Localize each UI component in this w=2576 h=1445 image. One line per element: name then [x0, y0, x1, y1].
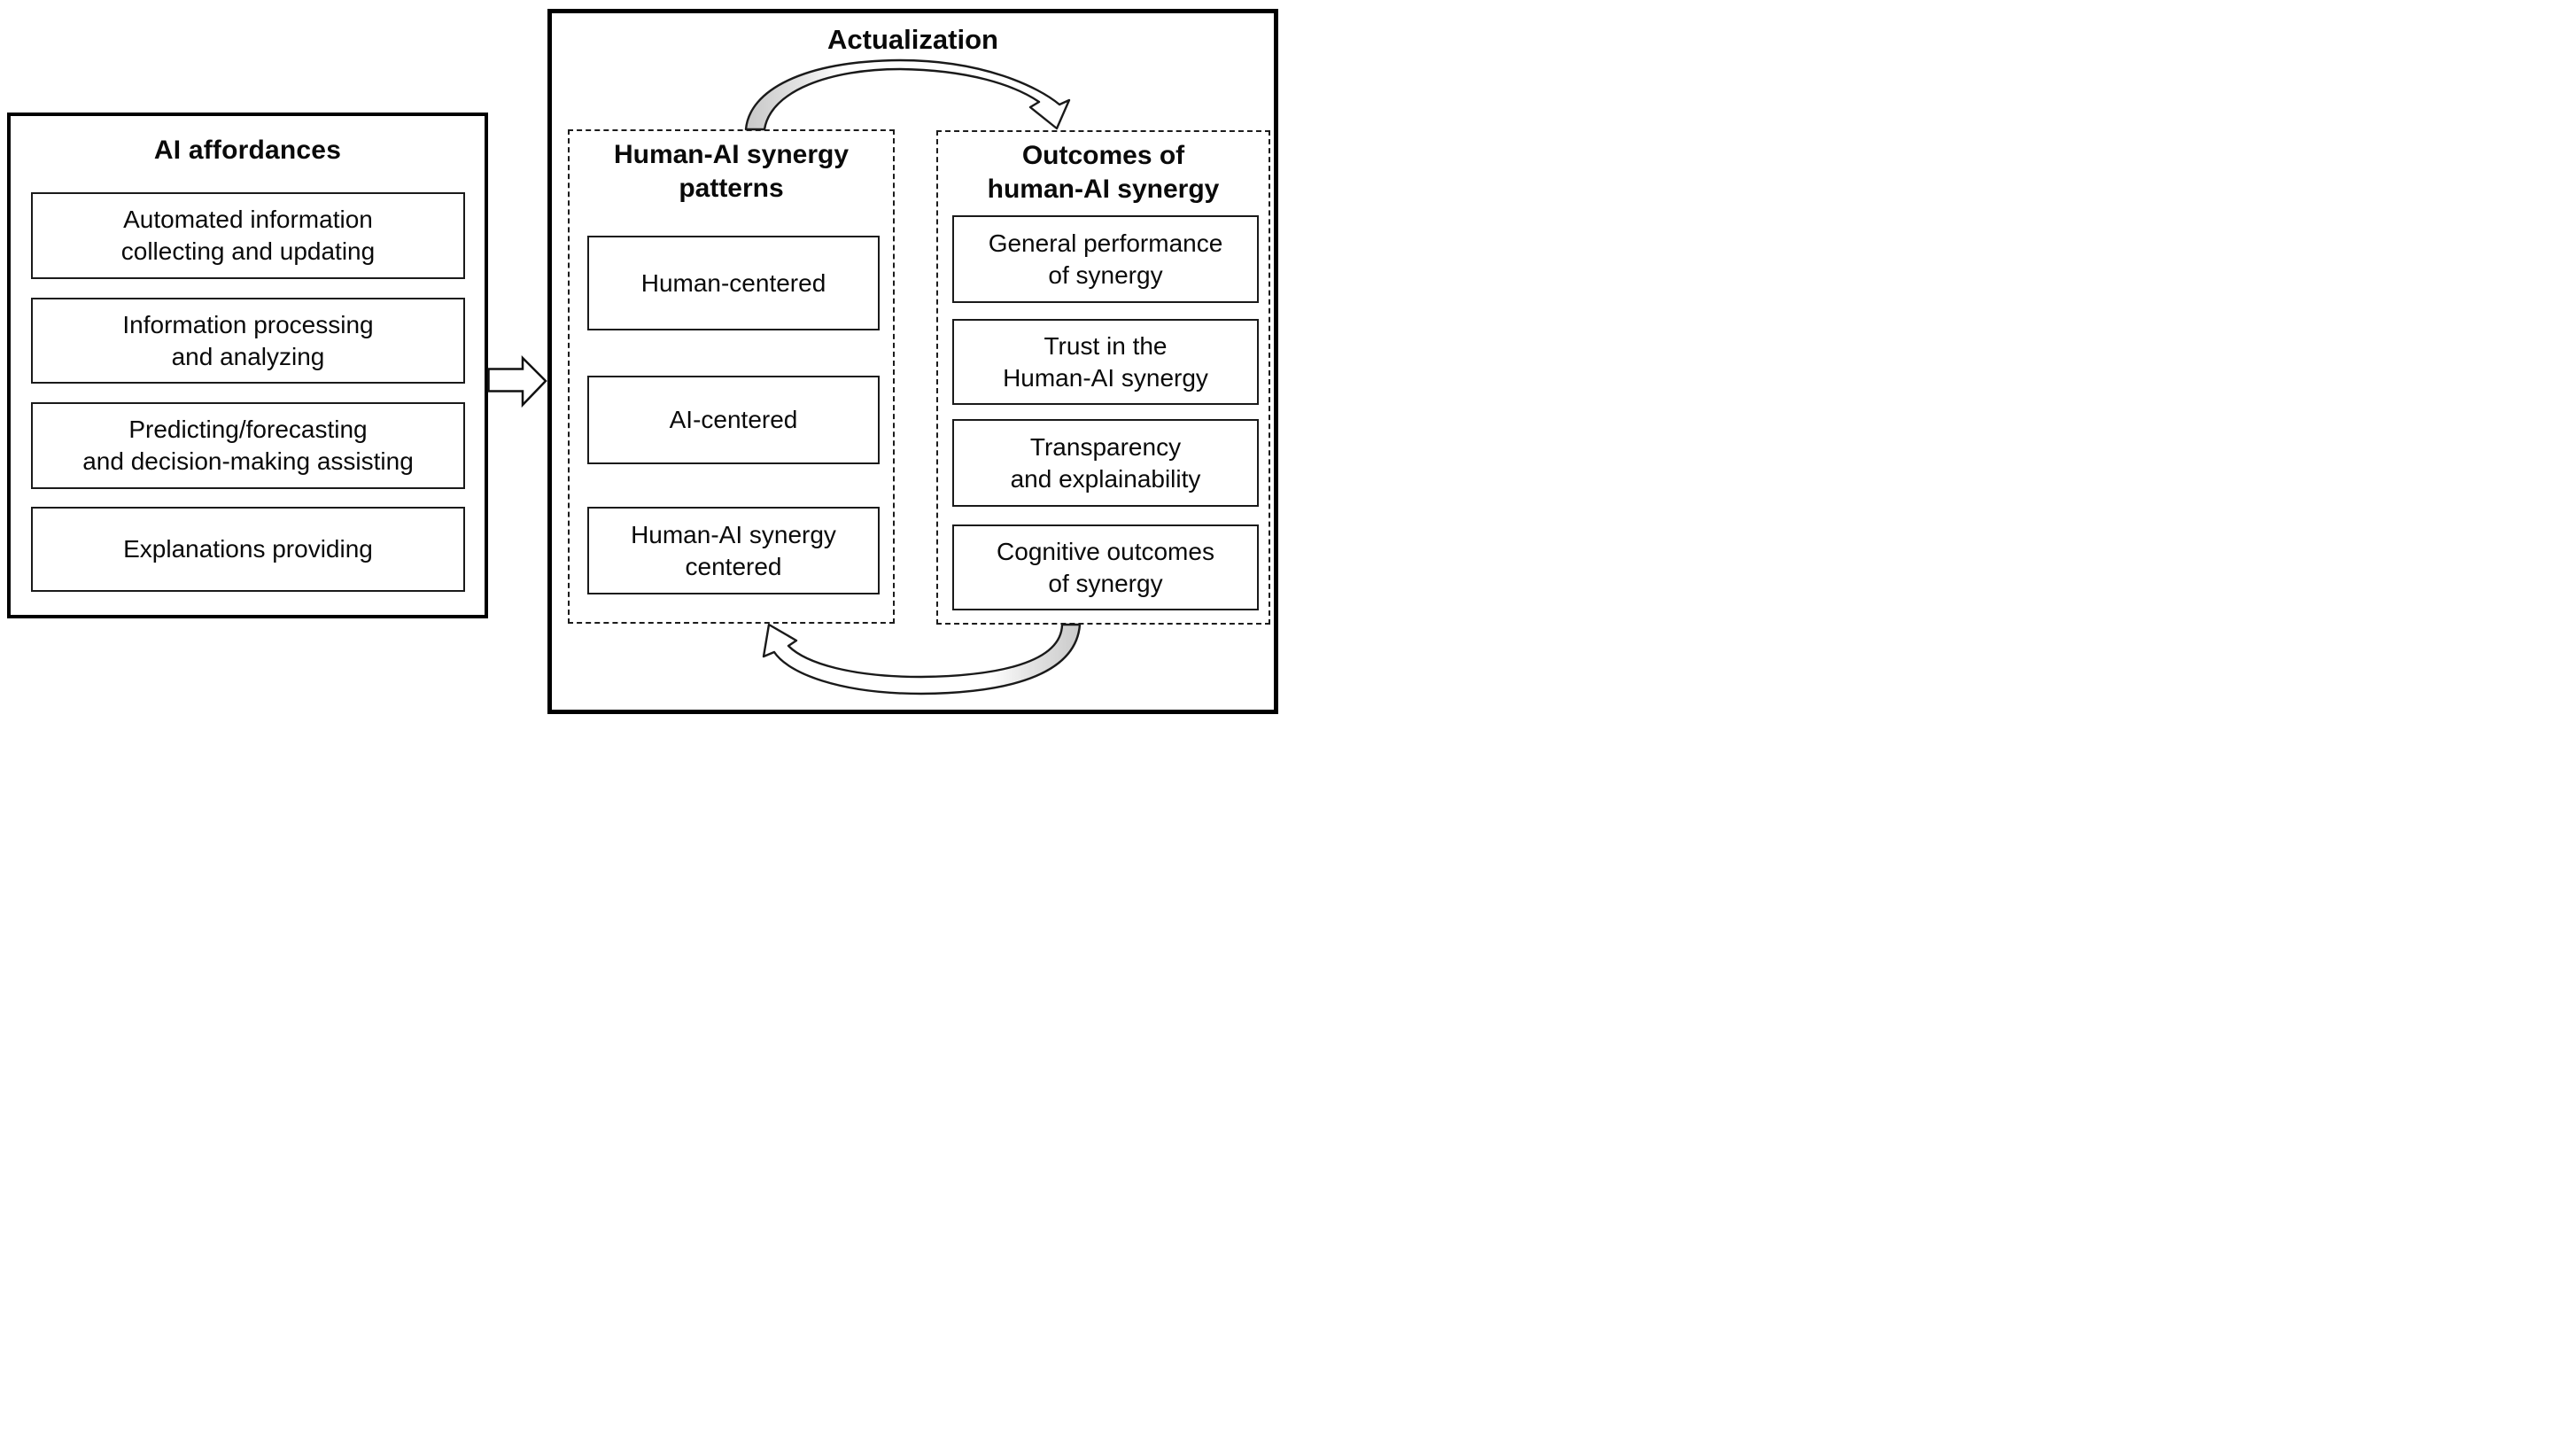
outcome-label: Trust in the Human-AI synergy — [1003, 331, 1208, 392]
figure-canvas: AI affordances Automated information col… — [0, 0, 1288, 723]
synergy-outcomes-title: Outcomes of human-AI synergy — [987, 141, 1220, 204]
affordance-label: Explanations providing — [123, 535, 373, 563]
affordance-box-information-processing: Information processing and analyzing — [31, 298, 465, 384]
outcome-box-trust: Trust in the Human-AI synergy — [952, 319, 1259, 405]
affordance-label: Automated information collecting and upd… — [120, 206, 376, 265]
synergy-outcomes-panel: Outcomes of human-AI synergy General per… — [936, 130, 1270, 625]
outcome-label: Cognitive outcomes of synergy — [997, 537, 1214, 597]
synergy-patterns-panel: Human-AI synergy patterns Human-centered… — [568, 129, 895, 624]
actualization-title: Actualization — [827, 24, 998, 55]
outcome-box-general-performance: General performance of synergy — [952, 215, 1259, 303]
ai-affordances-panel: AI affordances Automated information col… — [7, 113, 488, 618]
pattern-box-human-centered: Human-centered — [587, 236, 880, 330]
outcome-label: General performance of synergy — [988, 229, 1223, 289]
affordance-box-predicting-forecasting: Predicting/forecasting and decision-maki… — [31, 402, 465, 489]
affordance-box-explanations-providing: Explanations providing — [31, 507, 465, 592]
outcome-box-cognitive-outcomes: Cognitive outcomes of synergy — [952, 524, 1259, 610]
pattern-box-human-ai-synergy-centered: Human-AI synergy centered — [587, 507, 880, 594]
affordance-label: Information processing and analyzing — [122, 310, 374, 370]
outcome-label: Transparency and explainability — [1010, 432, 1201, 493]
affordance-label: Predicting/forecasting and decision-maki… — [82, 416, 414, 475]
pattern-label: Human-centered — [640, 268, 826, 297]
pattern-label: Human-AI synergy centered — [631, 520, 836, 580]
ai-affordances-title: AI affordances — [153, 136, 342, 165]
actualization-container: Actualization Human-AI synergy patterns … — [547, 9, 1278, 714]
flow-right-block-arrow-icon — [487, 354, 547, 408]
synergy-patterns-title: Human-AI synergy patterns — [613, 140, 850, 203]
pattern-label: AI-centered — [669, 406, 798, 434]
pattern-box-ai-centered: AI-centered — [587, 376, 880, 464]
affordance-box-automated-collecting: Automated information collecting and upd… — [31, 192, 465, 279]
outcome-box-transparency-explainability: Transparency and explainability — [952, 419, 1259, 507]
